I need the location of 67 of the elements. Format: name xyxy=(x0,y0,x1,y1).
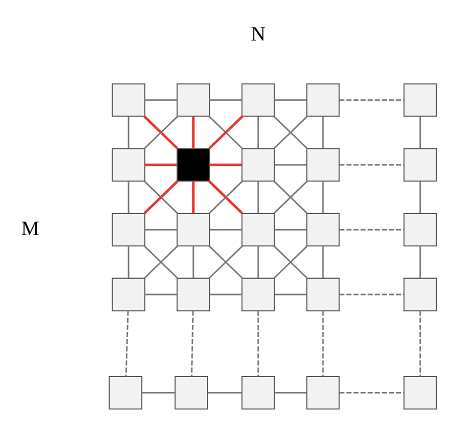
node-box xyxy=(404,212,437,246)
node-box xyxy=(404,148,437,182)
connector xyxy=(419,116,421,148)
connector xyxy=(192,116,195,148)
connector xyxy=(144,228,178,230)
connector xyxy=(274,164,307,166)
node-box xyxy=(176,278,210,312)
connector xyxy=(144,164,178,166)
connector xyxy=(339,294,404,296)
connector xyxy=(257,246,259,278)
node-box xyxy=(241,148,275,182)
connector xyxy=(257,310,259,376)
connector xyxy=(339,99,404,101)
node-box xyxy=(404,83,437,117)
node-box xyxy=(176,148,210,182)
connector xyxy=(419,246,421,278)
node-box xyxy=(174,376,208,410)
connector xyxy=(257,116,259,148)
connector xyxy=(257,181,259,214)
connector xyxy=(274,228,307,230)
node-box xyxy=(306,376,340,410)
node-box xyxy=(404,278,437,312)
label: M xyxy=(21,218,40,240)
node-box xyxy=(176,212,210,246)
connector xyxy=(208,392,242,394)
connector xyxy=(192,246,194,278)
connector xyxy=(125,310,129,377)
node-box xyxy=(112,278,146,312)
connector xyxy=(210,228,242,230)
connector xyxy=(339,164,404,166)
connector xyxy=(210,294,242,296)
connector xyxy=(128,116,130,148)
node-box xyxy=(112,212,146,246)
node-box xyxy=(404,376,437,410)
connector xyxy=(322,246,324,278)
connector xyxy=(339,392,404,394)
connector xyxy=(144,294,178,296)
node-box xyxy=(306,83,340,117)
node-box xyxy=(241,278,275,312)
node-box xyxy=(241,376,275,410)
connector xyxy=(322,310,324,376)
node-box xyxy=(112,148,146,182)
node-box xyxy=(306,212,340,246)
connector xyxy=(142,392,175,394)
connector xyxy=(144,99,178,101)
node-box xyxy=(176,83,210,117)
node-box xyxy=(306,278,340,312)
node-box xyxy=(241,83,275,117)
node-box xyxy=(108,376,142,410)
connector xyxy=(419,181,421,214)
connector xyxy=(322,116,324,148)
connector xyxy=(419,310,421,376)
node-box xyxy=(241,212,275,246)
connector xyxy=(274,294,307,296)
node-box xyxy=(112,83,146,117)
connector xyxy=(210,164,242,166)
connector xyxy=(190,310,194,377)
connector xyxy=(210,99,242,101)
connector xyxy=(274,99,307,101)
node-box xyxy=(306,148,340,182)
connector xyxy=(128,181,130,214)
connector xyxy=(339,228,404,230)
label: N xyxy=(250,23,266,46)
connector xyxy=(192,181,195,214)
connector xyxy=(274,392,307,394)
connector xyxy=(128,246,130,278)
connector xyxy=(322,181,324,214)
